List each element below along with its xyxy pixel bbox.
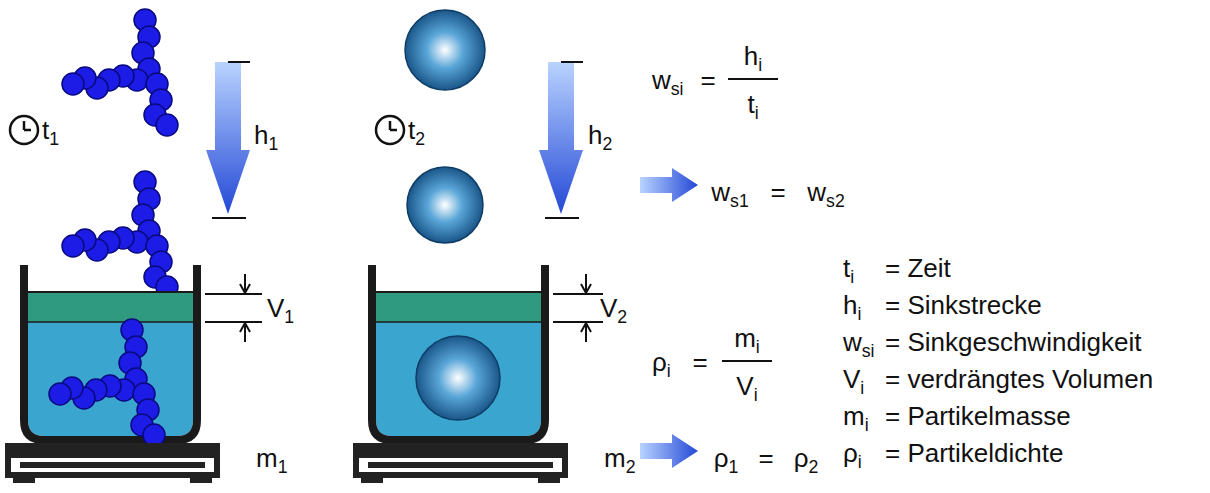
symbol-subscript: s2 xyxy=(826,190,845,210)
symbol-subscript: 1 xyxy=(728,456,738,476)
symbol-subscript: si xyxy=(671,78,684,98)
formula-variable: ρ1 xyxy=(714,444,739,473)
symbol-subscript: 1 xyxy=(49,128,59,148)
symbol-subscript: 1 xyxy=(284,306,294,326)
symbol-base: ρ xyxy=(794,443,809,473)
symbol-subscript: i xyxy=(850,266,854,286)
symbol-subscript: si xyxy=(862,340,875,360)
symbol-subscript: 2 xyxy=(617,306,627,326)
symbol-subscript: 2 xyxy=(602,133,612,153)
symbol-subscript: s1 xyxy=(730,190,749,210)
symbol-base: ρ xyxy=(652,347,667,377)
equals-sign: = xyxy=(758,444,773,473)
symbol-definition: = verdrängtes Volumen xyxy=(885,365,1153,394)
symbol-subscript: i xyxy=(755,102,759,122)
formula-numerator: hi xyxy=(744,42,762,71)
symbol-base: V xyxy=(267,293,284,323)
formula-denominator: Vi xyxy=(736,372,757,401)
symbol-base: m xyxy=(843,401,865,431)
formula-variable: ws2 xyxy=(807,178,844,207)
symbol-definition: = Sinkgeschwindigkeit xyxy=(885,328,1142,357)
symbol-base: V xyxy=(736,371,753,401)
equals-sign: = xyxy=(692,348,707,377)
time-label: t1 xyxy=(42,116,59,145)
symbol-base: t xyxy=(843,253,850,283)
symbol-subscript: i xyxy=(754,384,758,404)
symbol-subscript: 1 xyxy=(278,456,288,476)
symbol-term: wsi xyxy=(843,328,875,357)
symbol-base: w xyxy=(711,177,730,207)
symbol-base: h xyxy=(843,290,857,320)
symbol-subscript: 2 xyxy=(626,456,636,476)
symbol-base: m xyxy=(256,443,278,473)
formula-variable: wsi xyxy=(652,66,684,95)
formula-numerator: mi xyxy=(734,324,760,353)
distance-label: h2 xyxy=(588,121,612,150)
symbol-term: hi xyxy=(843,291,861,320)
formula-denominator: ti xyxy=(747,90,758,119)
symbol-base: w xyxy=(843,327,862,357)
symbol-subscript: i xyxy=(865,414,869,434)
symbol-definition: = Partikeldichte xyxy=(885,439,1063,468)
symbol-base: t xyxy=(408,115,415,145)
symbol-base: h xyxy=(588,120,602,150)
symbol-subscript: 2 xyxy=(808,456,818,476)
formula-variable: ρi xyxy=(652,348,671,377)
symbol-base: w xyxy=(652,65,671,95)
symbol-base: h xyxy=(254,120,268,150)
equals-sign: = xyxy=(700,66,715,95)
mass-label: m2 xyxy=(604,444,636,473)
symbol-base: V xyxy=(600,293,617,323)
symbol-subscript: i xyxy=(857,303,861,323)
symbol-base: ρ xyxy=(843,438,858,468)
symbol-subscript: i xyxy=(667,360,671,380)
mass-label: m1 xyxy=(256,444,288,473)
symbol-definition: = Zeit xyxy=(885,254,951,283)
symbol-definition: = Sinkstrecke xyxy=(885,291,1042,320)
symbol-base: m xyxy=(734,323,756,353)
symbol-subscript: 1 xyxy=(268,133,278,153)
symbol-subscript: i xyxy=(860,377,864,397)
symbol-base: w xyxy=(807,177,826,207)
formula-variable: ρ2 xyxy=(794,444,819,473)
symbol-term: ρi xyxy=(843,439,862,468)
equals-sign: = xyxy=(770,178,785,207)
symbol-base: ρ xyxy=(714,443,729,473)
symbol-base: h xyxy=(744,41,758,71)
volume-label: V2 xyxy=(600,294,627,323)
symbol-term: Vi xyxy=(843,365,864,394)
symbol-term: mi xyxy=(843,402,869,431)
symbol-term: ti xyxy=(843,254,854,283)
formula-variable: ws1 xyxy=(711,178,748,207)
symbol-subscript: i xyxy=(858,451,862,471)
symbol-definition: = Partikelmasse xyxy=(885,402,1071,431)
distance-label: h1 xyxy=(254,121,278,150)
symbol-subscript: 2 xyxy=(415,128,425,148)
time-label: t2 xyxy=(408,116,425,145)
symbol-subscript: i xyxy=(756,336,760,356)
symbol-base: t xyxy=(747,89,754,119)
symbol-base: V xyxy=(843,364,860,394)
symbol-base: m xyxy=(604,443,626,473)
symbol-subscript: i xyxy=(758,54,762,74)
volume-label: V1 xyxy=(267,294,294,323)
symbol-base: t xyxy=(42,115,49,145)
